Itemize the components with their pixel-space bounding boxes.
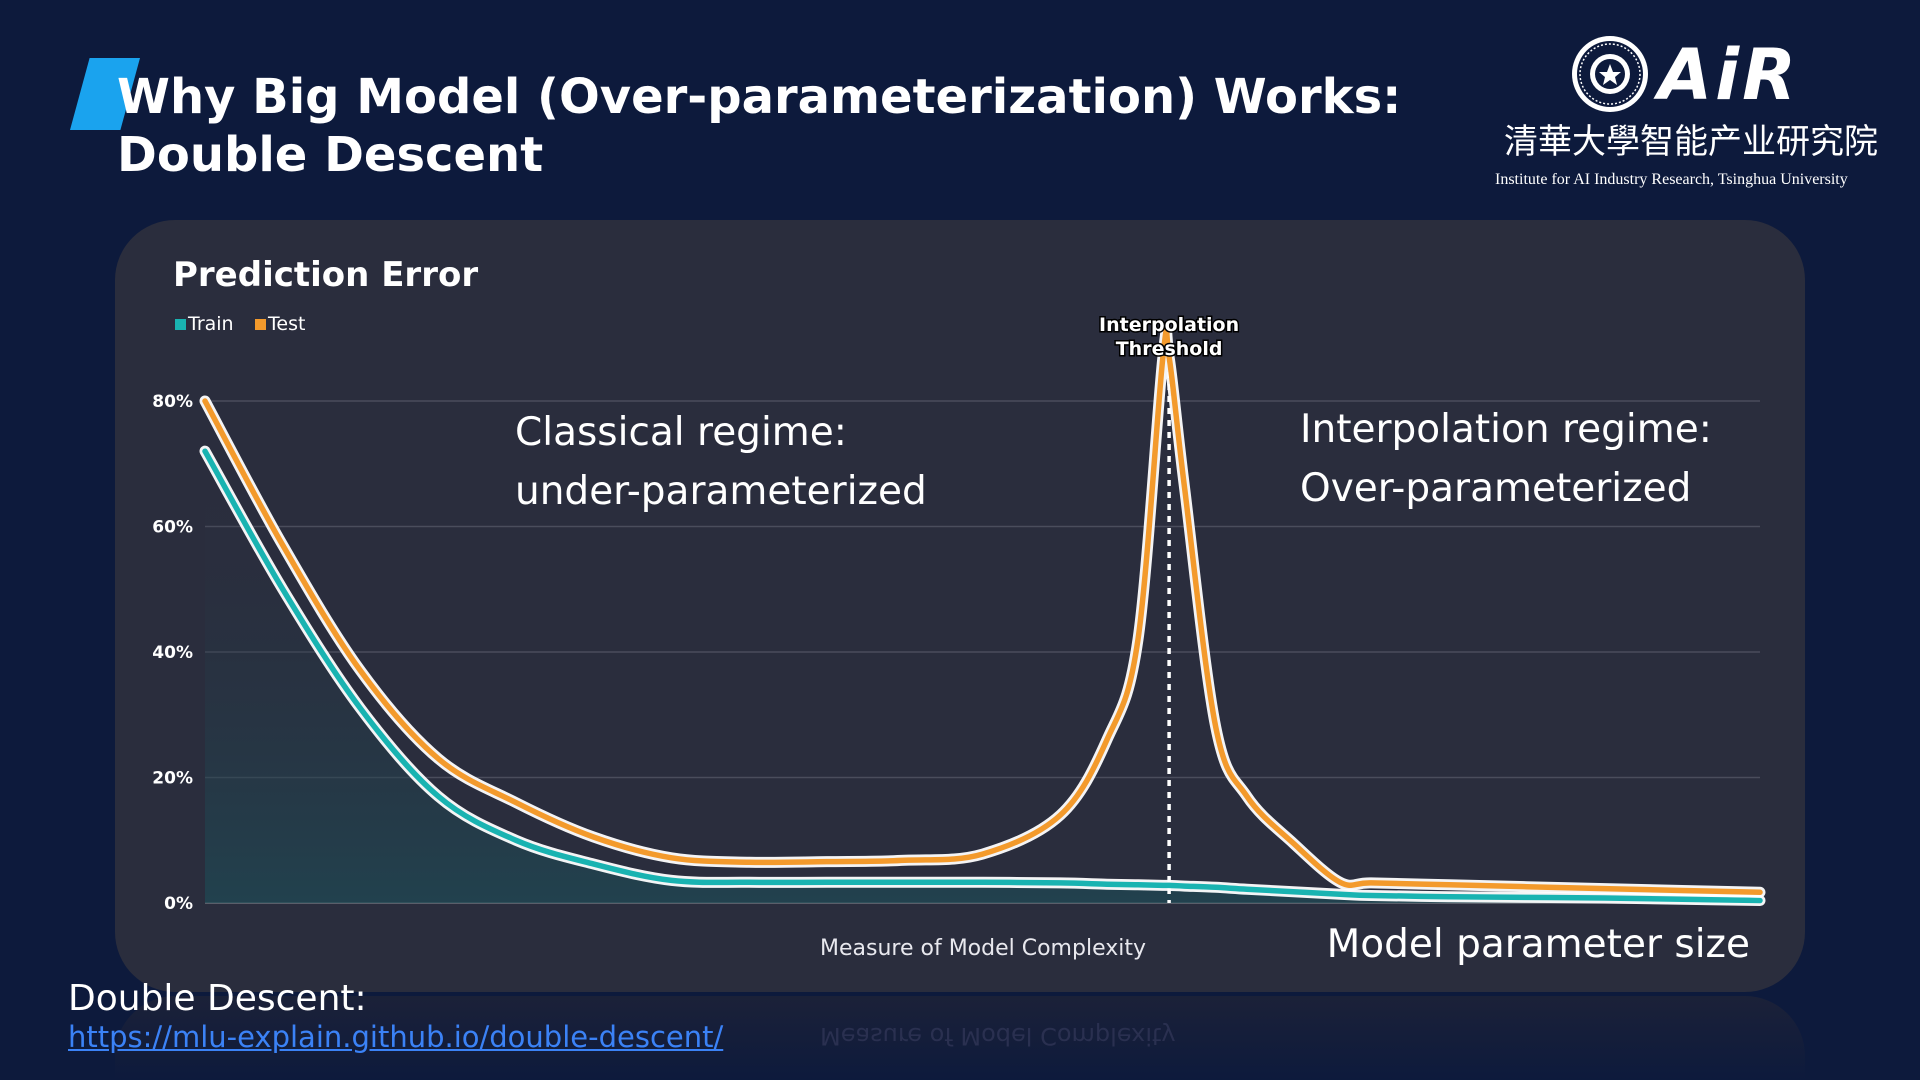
chart-panel: Prediction Error Train Test 0% 20% 40% 60% 80… <box>115 220 1805 992</box>
classical-regime-line2: under-parameterized <box>515 469 927 514</box>
legend-train-swatch <box>175 319 186 330</box>
y-tick-label: 20% <box>152 769 193 789</box>
double-descent-chart: Prediction Error Train Test 0% 20% 40% 60% 80… <box>152 255 1766 967</box>
y-tick-label: 80% <box>152 392 193 412</box>
train-line <box>202 448 1763 904</box>
slide-title-line2: Double Descent <box>117 127 544 183</box>
y-tick-label: 40% <box>152 643 193 663</box>
reflected-x-axis-label: Measure of Model Complexity <box>820 1022 1176 1050</box>
threshold-label-line1: Interpolation <box>1099 314 1239 336</box>
test-line <box>202 327 1763 896</box>
air-wordmark: AiR <box>1658 34 1800 116</box>
institute-chinese-name: 清華大學智能产业研究院 <box>1504 122 1878 162</box>
institute-logo: AiR 清華大學智能产业研究院 Institute for AI Industr… <box>1490 30 1895 195</box>
university-seal-icon <box>1572 36 1648 112</box>
y-tick-label: 0% <box>164 894 193 914</box>
classical-regime-line1: Classical regime: <box>515 410 847 455</box>
legend-test-swatch <box>255 319 266 330</box>
chart-title: Prediction Error <box>173 255 478 295</box>
footer-label: Double Descent: <box>68 978 367 1019</box>
double-descent-link[interactable]: https://mlu-explain.github.io/double-des… <box>68 1020 724 1054</box>
y-tick-label: 60% <box>152 518 193 538</box>
train-area-fill <box>205 451 1760 903</box>
slide-title: Why Big Model (Over-parameterization) Wo… <box>117 68 1401 184</box>
x-axis-label: Measure of Model Complexity <box>820 936 1146 961</box>
threshold-label-line2: Threshold <box>1116 338 1223 360</box>
legend-test-label: Test <box>267 313 305 335</box>
legend-train-label: Train <box>187 313 234 335</box>
model-parameter-size-caption: Model parameter size <box>1327 922 1750 967</box>
panel-reflection <box>115 996 1805 1080</box>
threshold-label: Interpolation Threshold <box>1098 313 1241 362</box>
interpolation-regime-line1: Interpolation regime: <box>1300 407 1712 452</box>
institute-english-name: Institute for AI Industry Research, Tsin… <box>1495 171 1848 188</box>
y-axis-ticks: 0% 20% 40% 60% 80% <box>152 392 193 914</box>
interpolation-regime-line2: Over-parameterized <box>1300 466 1691 511</box>
chart-legend: Train Test <box>175 313 305 335</box>
slide-title-line1: Why Big Model (Over-parameterization) Wo… <box>117 69 1402 125</box>
chart-series <box>199 324 1766 906</box>
train-area <box>205 451 1760 903</box>
